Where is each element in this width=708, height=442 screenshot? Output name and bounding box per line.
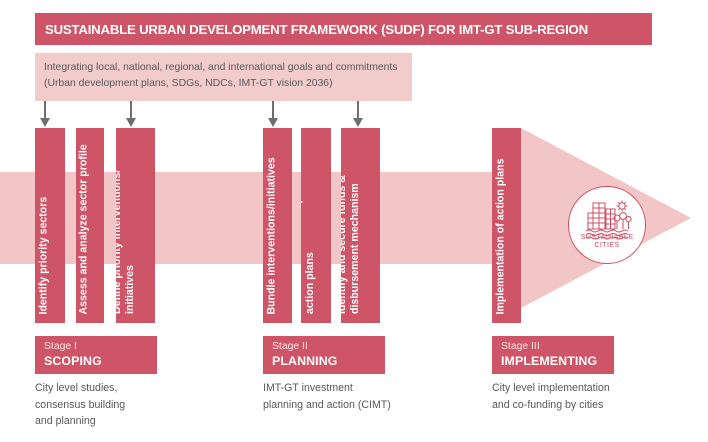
desc-line: planning and action (CIMT) xyxy=(263,398,391,411)
stage-name: IMPLEMENTING xyxy=(501,354,598,368)
step-label: Bundle interventions/initiatives xyxy=(265,156,277,314)
sustainable-cities-logo: SUSTAINABLE CITIES xyxy=(568,186,646,264)
stage-name: PLANNING xyxy=(272,354,338,368)
step-bar-identify-priority-sectors[interactable]: Identify priority sectors xyxy=(35,128,65,323)
stage-number: Stage II xyxy=(272,341,308,352)
step-label: Identify priority sectors xyxy=(37,196,50,314)
desc-line: City level implementation xyxy=(492,382,610,394)
step-label: Define priority interventions/ initiativ… xyxy=(116,170,136,314)
stage-description-planning: IMT-GT investment planning and action (C… xyxy=(263,380,473,413)
desc-line: City level studies, xyxy=(35,382,118,394)
step-bar-implementation-of-action-plans[interactable]: Implementation of action plans xyxy=(492,128,521,323)
step-label-line-1: Define priority interventions/ xyxy=(116,169,123,314)
stage-number: Stage III xyxy=(501,341,540,352)
desc-line: and planning xyxy=(35,415,96,427)
step-bar-identify-secure-funds[interactable]: Identify and secure funds & disbursement… xyxy=(341,128,380,323)
logo-caption: SUSTAINABLE CITIES xyxy=(569,232,645,250)
step-label: Draw investment & implementation action … xyxy=(301,137,316,314)
city-skyline-icon xyxy=(585,200,632,240)
logo-caption-line-2: CITIES xyxy=(594,240,620,250)
step-label-line-2: initiatives xyxy=(123,265,135,314)
step-label-line-2: action plans xyxy=(303,252,316,314)
step-bar-draw-investment-action-plans[interactable]: Draw investment & implementation action … xyxy=(301,128,331,323)
stage-description-implementing: City level implementation and co-funding… xyxy=(492,380,707,413)
page-title: SUSTAINABLE URBAN DEVELOPMENT FRAMEWORK … xyxy=(45,21,588,37)
step-label: Identify and secure funds & disbursement… xyxy=(341,175,361,314)
stage-box-scoping[interactable]: Stage I SCOPING xyxy=(35,336,157,374)
step-label-line-2: disbursement mechanism xyxy=(348,183,360,314)
stage-number: Stage I xyxy=(44,341,77,352)
subtitle-line-2: (Urban development plans, SDGs, NDCs, IM… xyxy=(44,77,333,89)
header-bar: SUSTAINABLE URBAN DEVELOPMENT FRAMEWORK … xyxy=(35,13,652,45)
stage-box-implementing[interactable]: Stage III IMPLEMENTING xyxy=(492,336,614,374)
step-bar-bundle-interventions[interactable]: Bundle interventions/initiatives xyxy=(263,128,292,323)
connector-arrow-2 xyxy=(126,101,136,127)
logo-caption-line-1: SUSTAINABLE xyxy=(580,232,634,241)
connector-arrow-3 xyxy=(268,101,278,127)
step-bar-define-priority-interventions[interactable]: Define priority interventions/ initiativ… xyxy=(116,128,155,323)
step-label: Assess and analyze sector profile xyxy=(77,143,90,314)
stage-description-scoping: City level studies, consensus building a… xyxy=(35,380,215,430)
connector-arrow-4 xyxy=(353,101,363,127)
connector-arrow-1 xyxy=(40,101,50,127)
stage-name: SCOPING xyxy=(44,354,102,368)
stage-box-planning[interactable]: Stage II PLANNING xyxy=(263,336,385,374)
step-label-line-1: Draw investment & implementation xyxy=(301,137,303,314)
subtitle-line-1: Integrating local, national, regional, a… xyxy=(44,62,398,73)
desc-line: IMT-GT investment xyxy=(263,382,353,394)
desc-line: and co-funding by cities xyxy=(492,398,604,411)
desc-line: consensus building xyxy=(35,398,126,411)
step-label-line-1: Identify and secure funds & xyxy=(341,175,348,314)
subtitle-panel: Integrating local, national, regional, a… xyxy=(35,53,412,101)
step-bar-assess-and-analyze-sector-profile[interactable]: Assess and analyze sector profile xyxy=(76,128,104,323)
step-label: Implementation of action plans xyxy=(494,158,506,314)
